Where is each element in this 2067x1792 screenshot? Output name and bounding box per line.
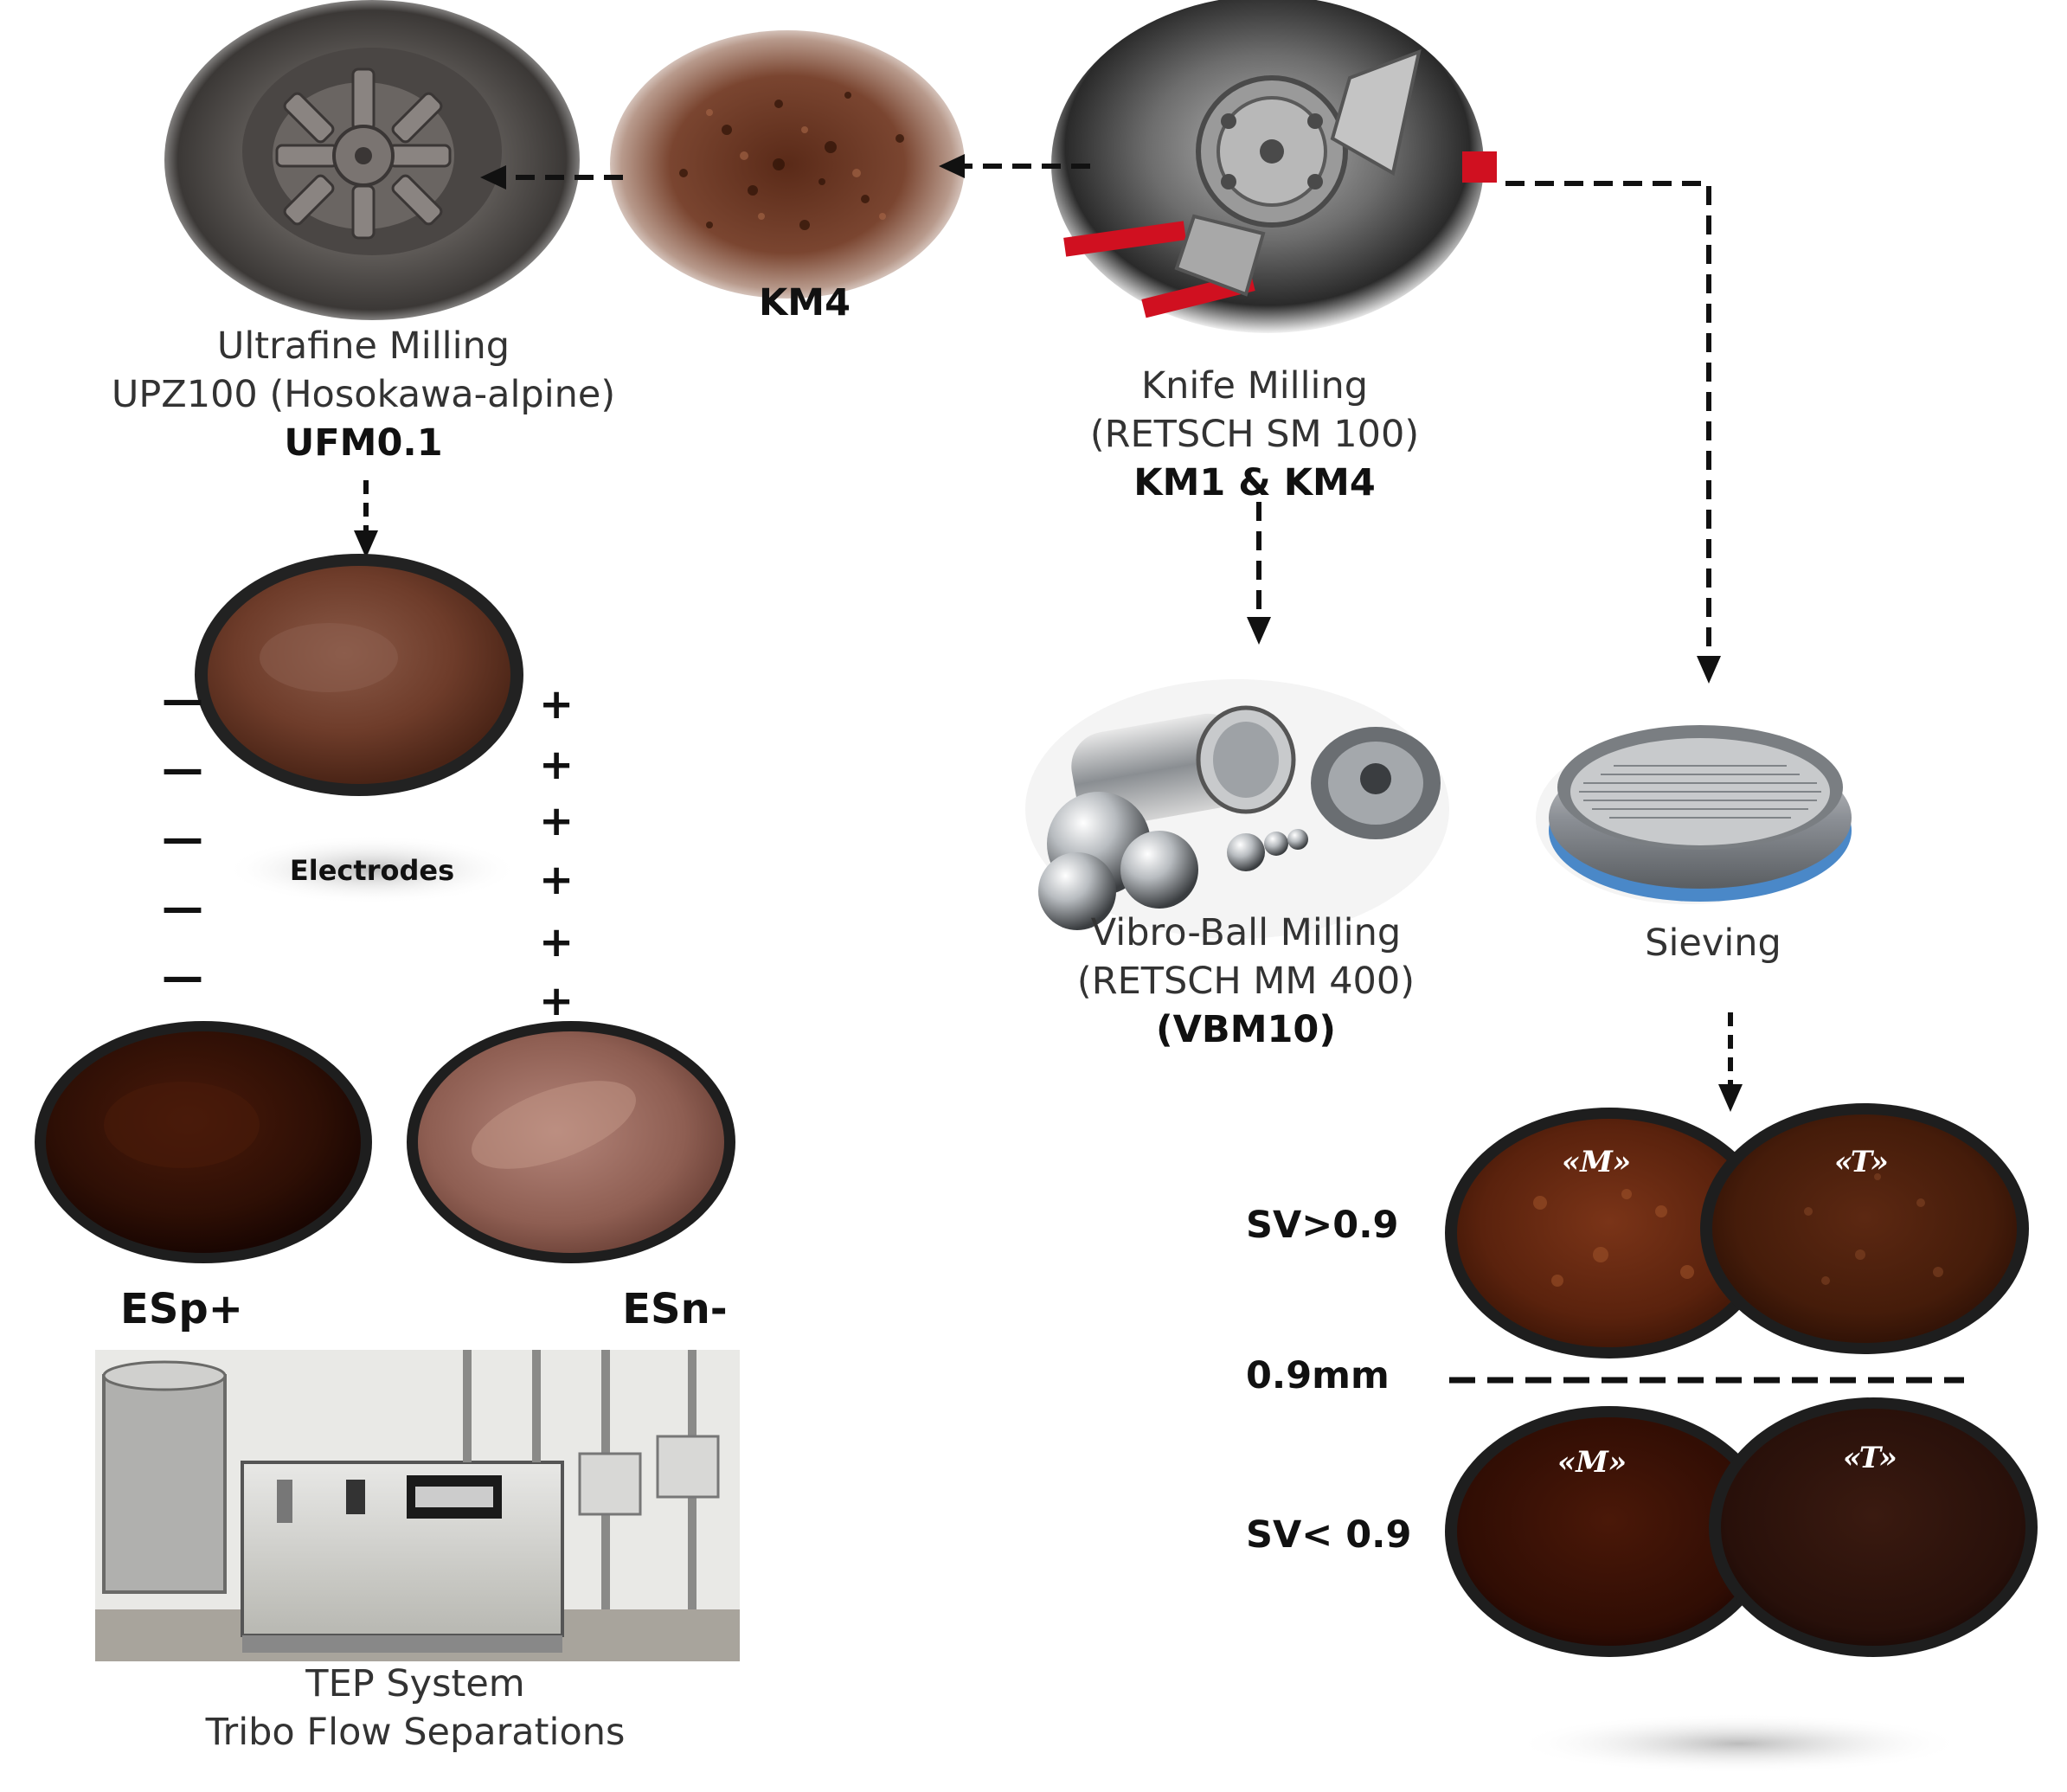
minus-sign: — <box>162 676 203 724</box>
sv-below-m-image <box>1445 1406 1774 1657</box>
minus-sign: — <box>162 745 203 793</box>
sv-above-label: SV>0.9 <box>1246 1204 1399 1247</box>
arrow-ultrafine-to-powder <box>354 480 378 558</box>
minus-sign: — <box>162 814 203 863</box>
arrow-knife-to-vibro <box>1247 502 1271 645</box>
plus-sign: + <box>539 977 575 1025</box>
plus-sign: + <box>539 741 575 789</box>
km4-sample-image <box>610 30 965 299</box>
vibro-code: (VBM10) <box>1156 1008 1336 1051</box>
vibro-line2: (RETSCH MM 400) <box>1076 960 1415 1003</box>
knife-line1: Knife Milling <box>1140 364 1369 408</box>
plus-sign: + <box>539 680 575 729</box>
ultrafine-code: UFM0.1 <box>284 421 443 465</box>
minus-sign: — <box>162 953 203 1001</box>
electrodes-shadow <box>225 835 519 904</box>
sample-m-tag: «M» <box>1562 1145 1632 1179</box>
vibro-label: Vibro-Ball Milling (RETSCH MM 400) (VBM1… <box>986 909 1505 1054</box>
tep-system-image <box>95 1350 740 1661</box>
tep-line2: Tribo Flow Separations <box>205 1711 626 1754</box>
knife-label: Knife Milling (RETSCH SM 100) KM1 & KM4 <box>995 362 1514 507</box>
sample-m-tag: «M» <box>1557 1445 1627 1480</box>
ultrafine-line2: UPZ100 (Hosokawa-alpine) <box>111 373 616 416</box>
sv-below-label: SV< 0.9 <box>1246 1513 1412 1557</box>
arrow-km4-to-ultrafine <box>480 165 623 189</box>
plus-sign: + <box>539 856 575 904</box>
knife-code: KM1 & KM4 <box>1133 461 1376 504</box>
tep-line1: TEP System <box>305 1662 525 1705</box>
sv-above-m-image <box>1445 1108 1774 1358</box>
knife-mill-image <box>1051 0 1497 333</box>
electrodes-label: Electrodes <box>289 854 455 887</box>
km4-sample-label: KM4 <box>758 281 851 324</box>
sieving-label: Sieving <box>1645 922 1781 965</box>
fractions-shadow <box>1514 1713 1964 1774</box>
minus-sign: — <box>162 883 203 932</box>
esn-powder-image <box>407 1021 735 1263</box>
esn-label: ESn- <box>622 1285 728 1333</box>
sv-below-t-image <box>1709 1397 2038 1657</box>
esp-powder-image <box>35 1021 372 1263</box>
ufm-powder-image <box>195 554 523 796</box>
plus-sign: + <box>539 918 575 967</box>
sample-t-tag: «T» <box>1843 1441 1897 1475</box>
ultrafine-label: Ultrafine Milling UPZ100 (Hosokawa-alpin… <box>35 322 692 467</box>
arrow-knife-to-km4 <box>939 154 1090 178</box>
ultrafine-line1: Ultrafine Milling <box>216 324 510 368</box>
knife-line2: (RETSCH SM 100) <box>1089 413 1420 456</box>
vibro-ball-mill-image <box>1025 679 1449 939</box>
arrow-knife-to-sieving <box>1505 181 1721 684</box>
vibro-line1: Vibro-Ball Milling <box>1090 911 1402 954</box>
tep-label: TEP System Tribo Flow Separations <box>112 1660 718 1757</box>
esp-label: ESp+ <box>120 1285 243 1333</box>
threshold-label: 0.9mm <box>1246 1354 1390 1397</box>
sample-t-tag: «T» <box>1834 1145 1889 1179</box>
sieve-image <box>1536 725 1852 904</box>
arrow-sieving-to-fractions <box>1718 1012 1743 1112</box>
ultrafine-mill-image <box>164 0 580 320</box>
plus-sign: + <box>539 797 575 845</box>
sv-above-t-image <box>1700 1103 2029 1354</box>
